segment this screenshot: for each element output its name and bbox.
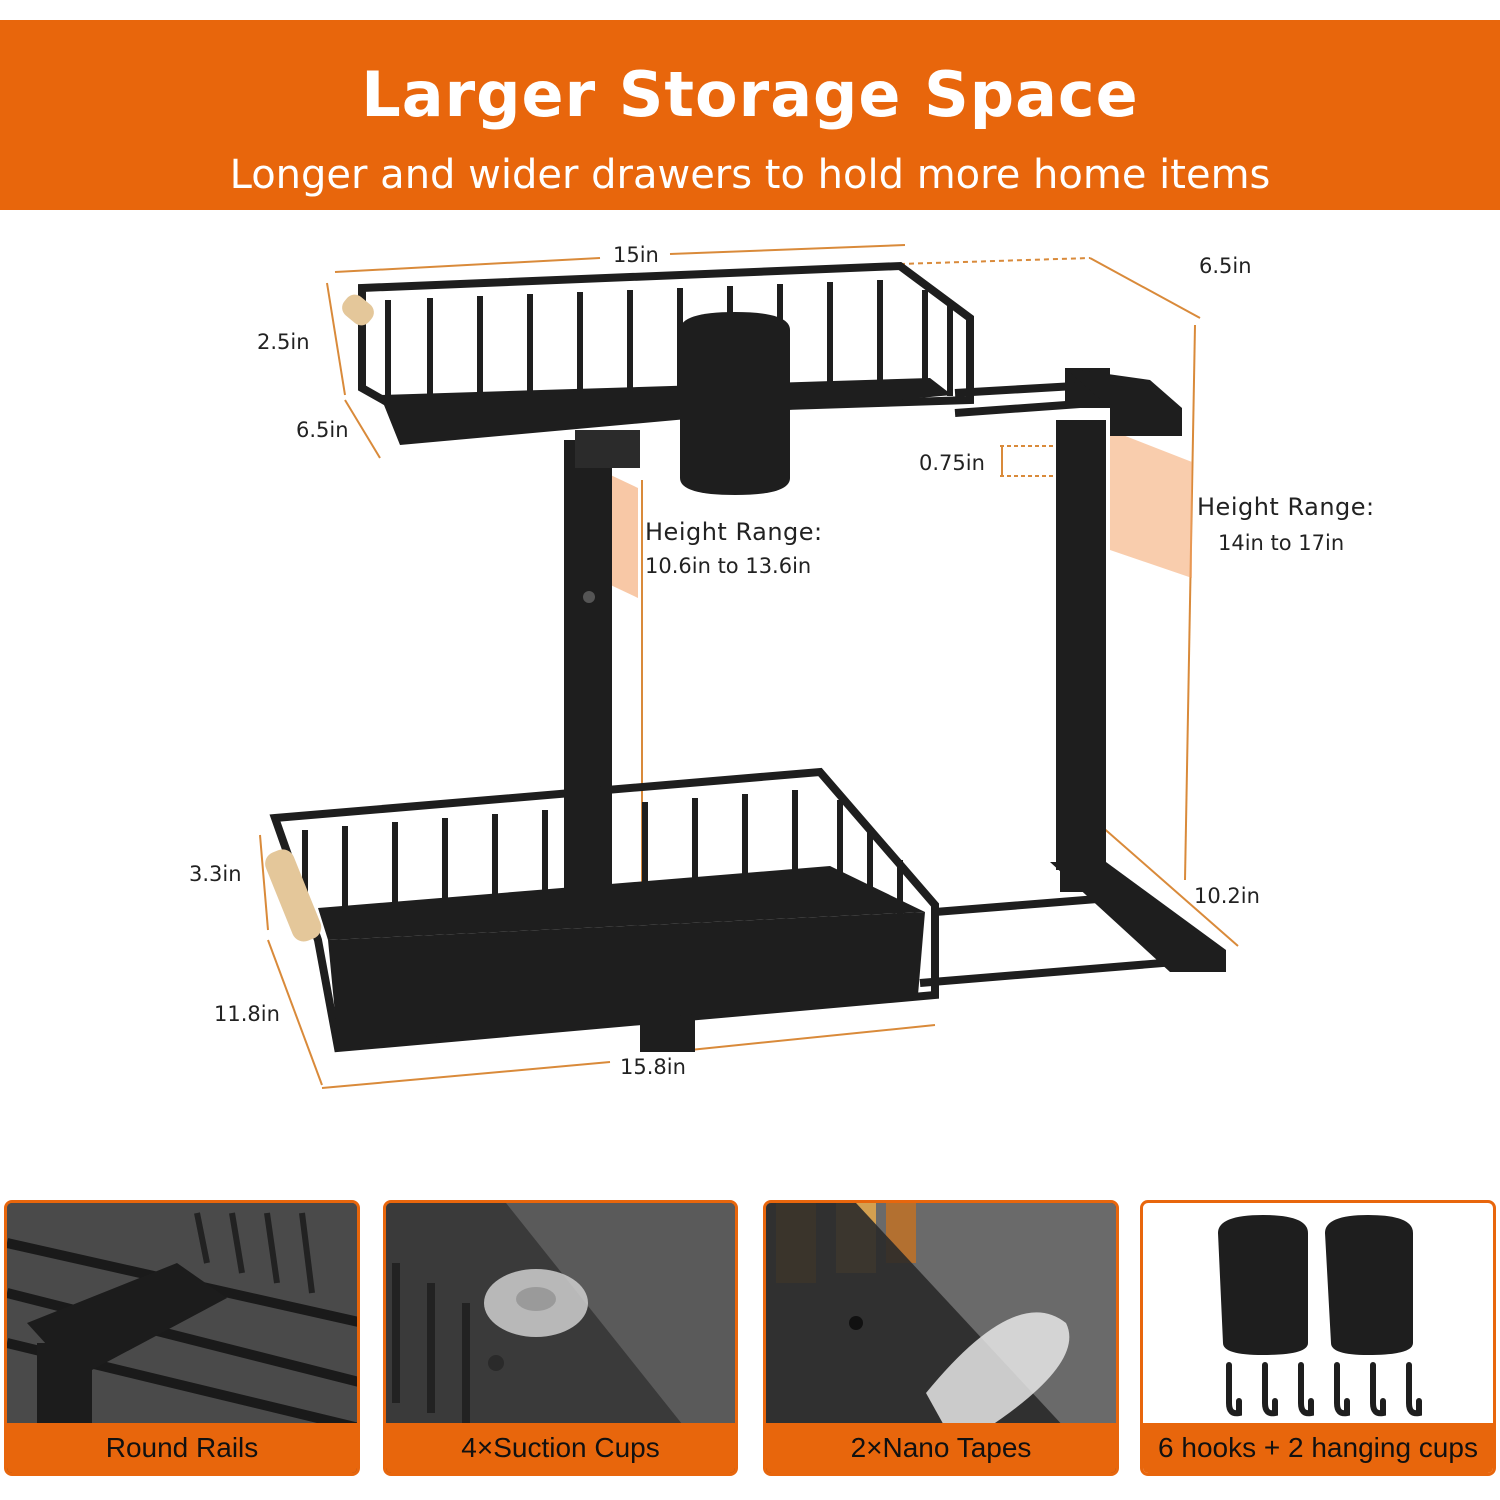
- bottom-basket-handle: [265, 849, 322, 942]
- height-marker-right: [1110, 430, 1192, 578]
- dim-bottom-basket-height: 3.3in: [189, 862, 242, 886]
- dim-bottom-width: 15.8in: [620, 1055, 686, 1079]
- feature-label: 2×Nano Tapes: [766, 1423, 1116, 1473]
- feature-card-suction-cups: 4×Suction Cups: [383, 1200, 738, 1476]
- feature-label: Round Rails: [7, 1423, 357, 1473]
- feature-label: 6 hooks + 2 hanging cups: [1143, 1423, 1493, 1473]
- top-basket-handle: [342, 294, 374, 326]
- dim-top-basket-depth: 6.5in: [296, 418, 349, 442]
- dim-hole-spacing: 0.75in: [919, 451, 985, 475]
- feature-label: 4×Suction Cups: [386, 1423, 735, 1473]
- hooks-and-cups-photo-icon: [1218, 1215, 1422, 1417]
- rails: [919, 382, 1176, 987]
- header-banner: Larger Storage Space Longer and wider dr…: [0, 20, 1500, 210]
- dim-top-width: 15in: [613, 243, 659, 267]
- left-post: [564, 430, 640, 890]
- page-subtitle: Longer and wider drawers to hold more ho…: [229, 152, 1271, 198]
- suction-cup-photo-icon: [386, 1203, 735, 1429]
- product-dimension-diagram: 15in 6.5in 2.5in 6.5in 0.75in Height Ran…: [0, 210, 1500, 1180]
- nano-tape-photo-icon: [766, 1203, 1116, 1429]
- feature-card-hooks-cups: 6 hooks + 2 hanging cups: [1140, 1200, 1496, 1476]
- dim-top-basket-height: 2.5in: [257, 330, 310, 354]
- dim-bottom-basket-depth: 11.8in: [214, 1002, 280, 1026]
- dim-base-depth: 10.2in: [1194, 884, 1260, 908]
- page-title: Larger Storage Space: [361, 58, 1139, 131]
- dim-depth-top-right: 6.5in: [1199, 254, 1252, 278]
- dimension-lines: [259, 244, 1239, 1089]
- height-range-right-value: 14in to 17in: [1218, 531, 1345, 555]
- top-basket: [342, 261, 974, 495]
- feature-card-nano-tapes: 2×Nano Tapes: [763, 1200, 1119, 1476]
- height-range-right-title: Height Range:: [1197, 493, 1375, 521]
- height-range-left-title: Height Range:: [645, 518, 823, 546]
- right-post: [1050, 368, 1226, 972]
- shelf-illustration: [259, 244, 1239, 1089]
- round-rails-photo-icon: [7, 1203, 357, 1429]
- height-range-left-value: 10.6in to 13.6in: [645, 554, 812, 578]
- hanging-cup: [680, 312, 790, 495]
- feature-card-round-rails: Round Rails: [4, 1200, 360, 1476]
- bottom-basket: [265, 767, 939, 1053]
